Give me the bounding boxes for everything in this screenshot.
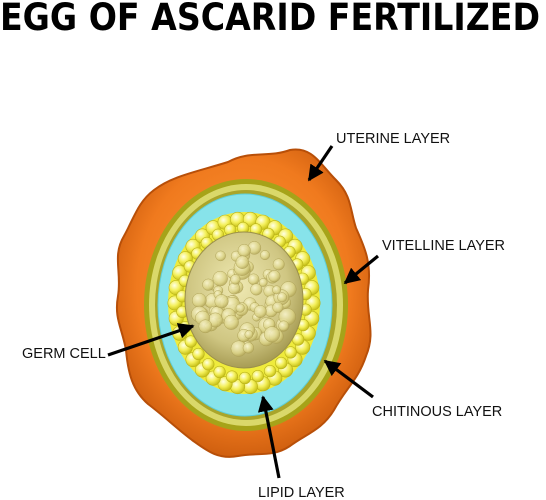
germ-granule [242, 342, 255, 354]
yolk-granule [192, 347, 205, 361]
germ-granule [212, 270, 228, 287]
arrow-lipid [257, 395, 281, 479]
germ-granule [223, 314, 239, 330]
diagram-title: EGG OF ASCARID FERTILIZED [0, 0, 540, 39]
label-chitinous-layer: CHITINOUS LAYER [372, 404, 502, 420]
germ-granule [253, 305, 267, 318]
germ-granule [260, 250, 270, 261]
germ-granule [244, 330, 254, 339]
germ-granule [215, 250, 226, 262]
germ-granule [268, 270, 281, 283]
arrow-chitinous [323, 359, 374, 399]
label-germ-cell: GERM CELL [22, 346, 106, 362]
germ-granule [202, 278, 215, 291]
germ-granule [247, 273, 260, 286]
germ-granule [230, 274, 241, 285]
germ-granule [237, 243, 251, 258]
arrow-germ [107, 323, 195, 357]
germ-granule [235, 255, 250, 269]
germ-granule [191, 293, 207, 308]
label-uterine-layer: UTERINE LAYER [336, 131, 450, 147]
germ-granule [198, 319, 213, 334]
germ-cell-granules [191, 241, 297, 357]
yolk-granule [275, 356, 288, 370]
yolk-granules [167, 211, 321, 395]
germ-granule [272, 258, 285, 271]
label-vitelline-layer: VITELLINE LAYER [382, 238, 505, 254]
yolk-granule [263, 365, 277, 378]
germ-granule [250, 283, 263, 296]
germ-granule [214, 294, 229, 309]
yolk-granule [284, 346, 297, 359]
germ-granule [277, 292, 288, 303]
label-lipid-layer: LIPID LAYER [258, 485, 345, 500]
germ-granule [272, 301, 284, 313]
yolk-granule [238, 371, 251, 385]
yolk-granule [202, 358, 215, 371]
yolk-granule [251, 370, 264, 383]
germ-granule [235, 303, 245, 313]
germ-granule [258, 278, 268, 287]
yolk-granule [213, 365, 226, 379]
germ-granule [272, 285, 282, 295]
germ-granule [278, 320, 290, 332]
arrow-uterine [307, 145, 334, 182]
germ-granule [263, 326, 281, 343]
arrow-vitelline [343, 254, 380, 285]
yolk-granule [225, 370, 239, 383]
